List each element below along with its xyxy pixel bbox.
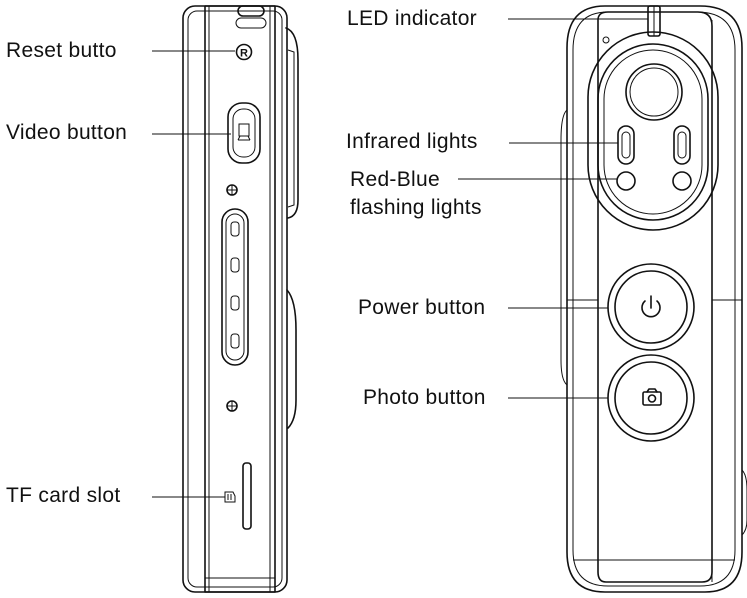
- lens-module-drawing: [587, 31, 719, 231]
- leader-lines: [152, 18, 648, 498]
- reset-button-label: Reset butto: [6, 39, 117, 62]
- infrared-lights-label: Infrared lights: [346, 130, 478, 153]
- side-rail-drawing: [221, 208, 249, 366]
- power-button-label: Power button: [358, 296, 486, 319]
- reset-button-drawing: R: [235, 43, 253, 61]
- led-indicator-label: LED indicator: [347, 7, 477, 30]
- tf-card-slot-label: TF card slot: [6, 484, 121, 507]
- video-button-drawing: [227, 102, 261, 164]
- video-button-label: Video button: [6, 121, 128, 144]
- red-blue-label-line1: Red-Blue: [350, 168, 440, 191]
- front-view-device: [560, 5, 747, 593]
- tf-card-slot-drawing: [224, 462, 252, 530]
- power-button-drawing: [607, 263, 695, 351]
- infrared-lights-drawing: [617, 125, 691, 165]
- red-blue-label-line2: flashing lights: [350, 196, 482, 219]
- screw-bottom-drawing: [226, 400, 238, 412]
- side-view-device: R: [182, 5, 299, 593]
- photo-button-drawing: [607, 354, 695, 442]
- photo-button-label: Photo button: [363, 386, 486, 409]
- red-blue-lights-drawing: [616, 171, 692, 191]
- svg-text:R: R: [240, 48, 248, 60]
- screw-top-drawing: [226, 184, 238, 196]
- led-indicator-drawing: [602, 5, 661, 44]
